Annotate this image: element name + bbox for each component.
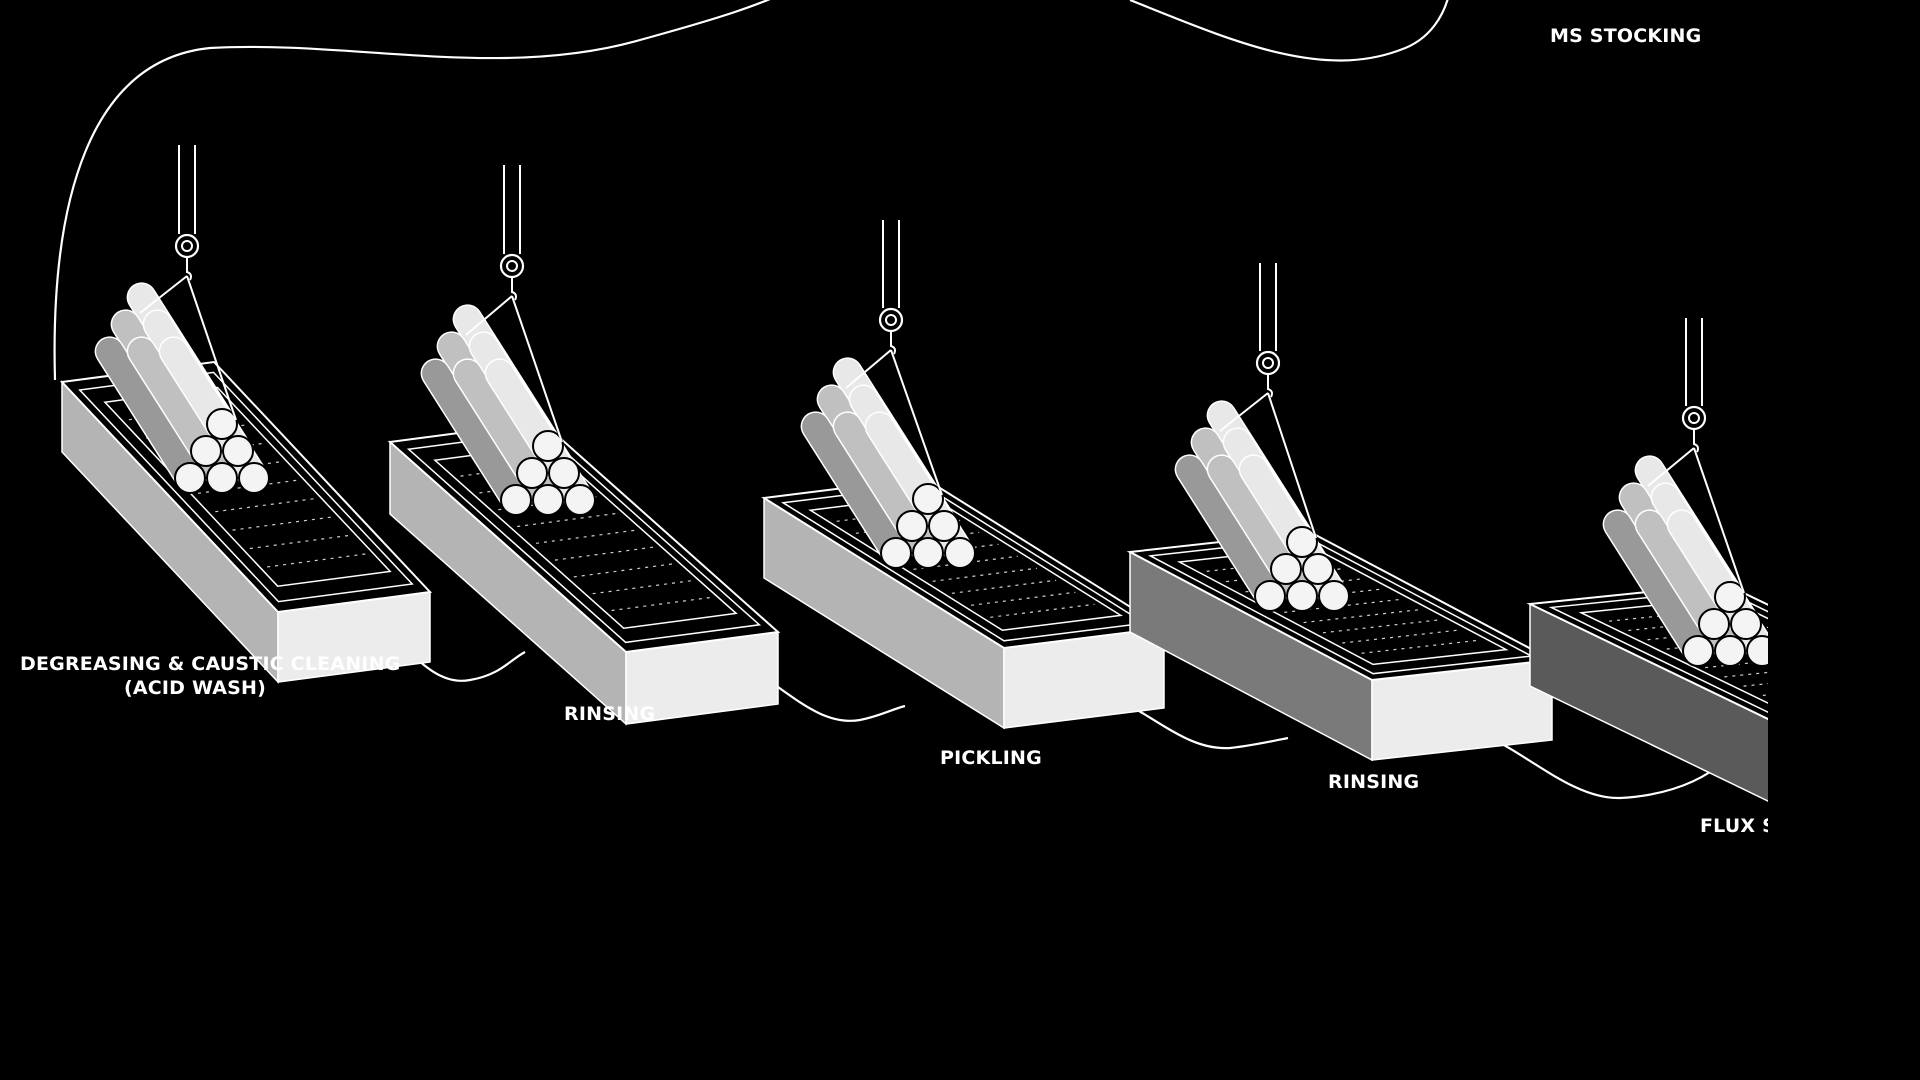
liquid-texture [836,507,941,522]
sling-rope [845,349,892,389]
crane-hook-icon [1681,405,1707,431]
diagram-canvas: MS STOCKING DEGREASING & CAUSTIC CLEANIN… [20,0,1768,837]
liquid-texture [215,498,315,513]
steel-bar-end [500,484,532,516]
galvanizing-process-svg [53,0,1768,802]
steel-bar [96,337,204,492]
crane-hook-icon [499,253,525,279]
steel-bar-end [206,408,238,440]
process-station-1 [59,145,433,684]
liquid-texture [232,516,332,531]
liquid-texture [990,603,1095,618]
steel-bar-end [912,483,944,515]
steel-bar-end [222,435,254,467]
crane-hook-shank [1693,429,1699,453]
steel-bar-end [532,430,564,462]
steel-bar [1604,510,1712,665]
steel-bar-end [1286,526,1318,558]
liquid-texture [971,591,1076,606]
sling-rope [890,349,943,496]
crane-hook-shank [890,331,896,355]
liquid-texture [611,596,711,612]
steel-bar-end [206,462,238,494]
steel-bar-end [516,457,548,489]
steel-bar-end [896,510,928,542]
crane-hook-icon-inner [1262,357,1274,369]
crane-hook-shank [1267,374,1273,398]
label-rinsing-1: RINSING [564,703,656,725]
steel-bar-end [564,484,596,516]
steel-bar-end [1254,580,1286,612]
crane-hook-icon-inner [506,260,518,272]
steel-bar-end [1746,635,1768,667]
liquid-texture [573,563,673,578]
label-rinsing-2: RINSING [1328,771,1420,793]
crane-hook-icon [174,233,200,259]
steel-bar-end [944,537,976,569]
liquid-texture [1322,619,1441,634]
label-flux-solution: FLUX SOLUTION [1700,815,1768,837]
steel-bar-end [1270,553,1302,585]
liquid-texture [592,580,692,595]
label-degreasing-line2: (ACID WASH) [123,677,267,699]
label-ms-stocking: MS STOCKING [1550,25,1702,47]
steel-bar-end [1302,553,1334,585]
steel-bar-end [928,510,960,542]
liquid-texture [951,579,1057,594]
steel-bar-end [238,462,270,494]
crane-hook-icon-inner [885,314,897,326]
steel-bar-end [1714,635,1746,667]
sling-rope [186,275,237,421]
crane-hook-icon-inner [181,240,193,252]
steel-bar-end [1318,580,1350,612]
crane-hook-icon [878,307,904,333]
liquid-texture [249,534,349,550]
liquid-texture [517,512,617,528]
steel-bar-end [880,537,912,569]
process-station-3 [761,220,1167,730]
label-degreasing-line1: DEGREASING & CAUSTIC CLEANING [20,653,401,675]
conveyor-flow-line [53,0,1711,800]
process-station-4 [1126,263,1556,762]
sling-rope [465,295,513,336]
liquid-texture [554,546,654,561]
label-pickling: PICKLING [940,747,1042,769]
steel-bar [422,359,530,514]
sling-rope [1693,447,1745,594]
sling-rope [511,295,563,443]
steel-bar [1176,455,1284,610]
process-station-5 [1526,318,1768,802]
crane-hook-icon-inner [1688,412,1700,424]
sling-rope [139,275,188,314]
steel-bar-end [1286,580,1318,612]
crane-hook-shank [511,277,517,301]
sling-rope [1267,392,1317,539]
liquid-texture [267,553,367,568]
crane-hook-shank [186,257,192,281]
steel-bar-end [174,462,206,494]
steel-bar-end [1730,608,1762,640]
steel-bar-end [1714,581,1746,613]
liquid-texture [932,567,1037,582]
steel-bar-end [532,484,564,516]
steel-bar [802,412,910,567]
crane-hook-icon [1255,350,1281,376]
liquid-texture [1361,639,1479,654]
steel-bar-end [548,457,580,489]
liquid-texture [1342,629,1460,644]
process-station-2 [387,165,781,726]
sling-rope [1647,447,1695,487]
steel-bar-end [1682,635,1714,667]
steel-bar-end [912,537,944,569]
steel-bar-end [1698,608,1730,640]
liquid-texture [1303,608,1421,624]
label-degreasing: DEGREASING & CAUSTIC CLEANING (ACID WASH… [20,652,401,700]
steel-bar-end [190,435,222,467]
liquid-texture [535,529,636,544]
sling-rope [1219,392,1269,432]
